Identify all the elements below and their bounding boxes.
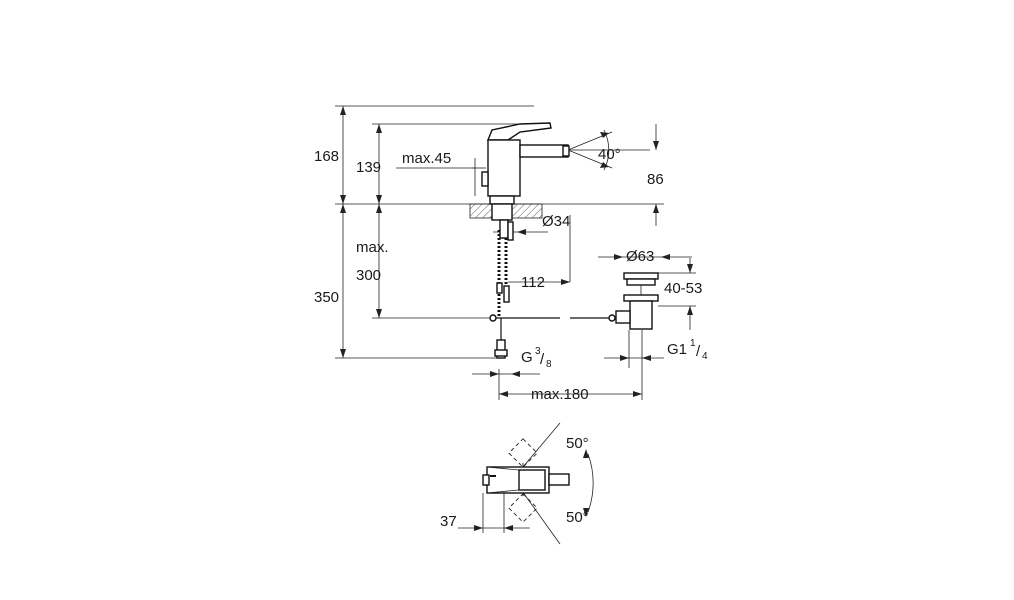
dim-height-total: 168	[314, 148, 339, 165]
dim-swivel-top: 50°	[566, 435, 589, 452]
dim-projection-max: max.180	[531, 386, 589, 403]
dim-waste-diameter: Ø63	[626, 248, 654, 265]
dim-hose-max-value: 300	[356, 267, 381, 284]
flexible-hoses	[494, 230, 510, 359]
side-view: 168 139 max.45 40° 86 Ø34 max. Ø63 300 1…	[314, 105, 708, 403]
waste-thread-sup: 1	[690, 338, 696, 349]
plan-view: 50° 50° 37	[440, 422, 594, 545]
waste-thread-letter: G1	[667, 341, 687, 358]
inlet-thread-sub: 8	[546, 359, 552, 370]
mixer-body	[469, 122, 570, 241]
waste-thread-slash: /	[696, 343, 701, 360]
dim-waste-thread: G1 1 / 4	[667, 338, 708, 362]
inlet-thread-slash: /	[540, 351, 545, 368]
waste-assembly	[615, 272, 659, 330]
dim-deck-range: 40-53	[664, 280, 702, 297]
dim-hole-diameter: Ø34	[542, 213, 570, 230]
swivel-positions	[508, 438, 538, 523]
dim-swivel-bottom: 50°	[566, 509, 589, 526]
dim-hose-max-label: max.	[356, 239, 389, 256]
dim-offset: 37	[440, 513, 457, 530]
waste-thread-sub: 4	[702, 351, 708, 362]
dimension-lines	[340, 106, 693, 397]
inlet-thread-sup: 3	[535, 346, 541, 357]
dim-waste-offset: 112	[521, 274, 545, 291]
dim-height-body: 139	[356, 159, 381, 176]
plan-body	[482, 466, 570, 494]
popup-rod	[489, 314, 616, 322]
dim-spray-angle: 40°	[598, 146, 621, 163]
dim-inlet-thread: G 3 / 8	[521, 346, 552, 370]
inlet-thread-letter: G	[521, 349, 533, 366]
dim-overall-depth: 350	[314, 289, 339, 306]
dim-spout-height: 86	[647, 171, 664, 188]
side-view-labels: 168 139 max.45 40° 86 Ø34 max. Ø63 300 1…	[314, 146, 708, 403]
dim-lever-reach: max.45	[402, 150, 451, 167]
